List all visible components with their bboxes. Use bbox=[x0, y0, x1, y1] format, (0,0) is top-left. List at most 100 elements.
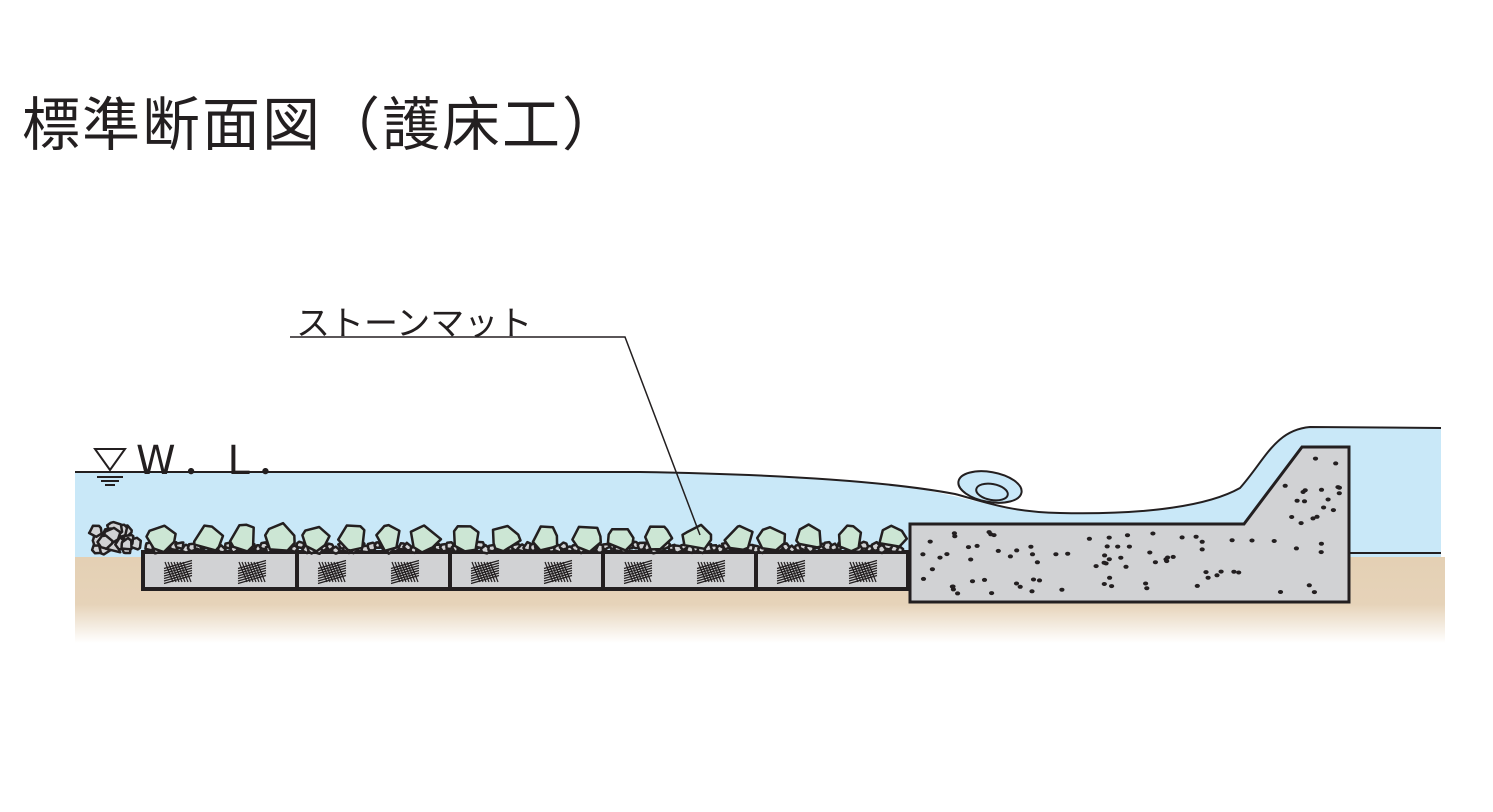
hatch-line bbox=[163, 564, 193, 575]
mesh-hatch-icon bbox=[623, 559, 653, 585]
pebble bbox=[295, 540, 306, 550]
aggregate-dot bbox=[968, 557, 974, 562]
aggregate-dot bbox=[1126, 544, 1132, 549]
aggregate-dot bbox=[929, 567, 936, 572]
rubble-stone bbox=[120, 536, 133, 551]
hatch-line bbox=[317, 574, 347, 585]
aggregate-dot bbox=[1106, 535, 1112, 540]
hatch-line bbox=[237, 574, 267, 585]
pebble bbox=[223, 541, 232, 550]
boulder bbox=[878, 524, 909, 548]
aggregate-dot bbox=[1314, 514, 1320, 519]
boulder bbox=[375, 523, 401, 553]
hatch-line bbox=[483, 561, 493, 583]
mesh-hatch-icon bbox=[163, 559, 193, 585]
hatch-line bbox=[848, 564, 878, 575]
aggregate-dot bbox=[1318, 550, 1324, 555]
hatch-line bbox=[864, 561, 874, 583]
mesh-hatch-icon bbox=[317, 559, 347, 585]
aggregate-dot bbox=[1034, 560, 1040, 565]
aggregate-dot bbox=[1065, 551, 1071, 556]
hatch-line bbox=[163, 574, 193, 585]
aggregate-dot bbox=[1107, 575, 1113, 580]
hatch-line bbox=[179, 561, 189, 583]
boulder bbox=[409, 524, 443, 554]
hatch-line bbox=[776, 564, 806, 575]
hatch-line bbox=[241, 561, 251, 583]
aggregate-dot bbox=[1170, 554, 1176, 559]
hatch-line bbox=[406, 561, 416, 583]
aggregate-dot bbox=[1298, 521, 1304, 526]
aggregate-dot bbox=[1218, 569, 1224, 574]
aggregate-dot bbox=[1294, 498, 1300, 503]
aggregate-dot bbox=[1193, 534, 1199, 539]
aggregate-dot bbox=[1318, 541, 1324, 546]
hatch-line bbox=[562, 561, 572, 583]
hatch-line bbox=[403, 561, 413, 583]
aggregate-dot bbox=[969, 579, 976, 584]
hatch-line bbox=[543, 574, 573, 585]
hatch-line bbox=[867, 561, 877, 583]
aggregate-dot bbox=[1336, 485, 1342, 490]
aggregate-dot bbox=[1101, 582, 1107, 586]
aggregate-dot bbox=[1330, 508, 1336, 513]
aggregate-dot bbox=[1301, 499, 1308, 504]
hatch-line bbox=[776, 574, 806, 585]
aggregate-dot bbox=[1277, 590, 1284, 594]
pebble bbox=[174, 541, 185, 551]
hatch-line bbox=[550, 561, 560, 583]
hatch-line bbox=[848, 562, 878, 572]
boulder bbox=[571, 525, 603, 554]
hatch-line bbox=[470, 564, 500, 575]
hatch-line bbox=[700, 561, 710, 583]
hatch-line bbox=[170, 561, 180, 583]
aggregate-dot bbox=[981, 577, 988, 582]
aggregate-dot bbox=[1123, 564, 1129, 569]
aggregate-dot bbox=[1093, 564, 1099, 569]
aggregate-dot bbox=[1336, 491, 1342, 496]
hatch-line bbox=[703, 561, 713, 583]
water-surface-line bbox=[75, 425, 1442, 515]
aggregate-dot bbox=[1053, 552, 1059, 557]
aggregate-dot bbox=[1030, 577, 1037, 582]
hatch-line bbox=[795, 561, 805, 583]
hatch-line bbox=[486, 561, 496, 583]
hatch-line bbox=[789, 561, 799, 583]
aggregate-dot bbox=[1106, 557, 1112, 562]
boulder bbox=[145, 524, 177, 554]
hatch-line bbox=[256, 561, 266, 583]
hatch-line bbox=[709, 561, 719, 583]
aggregate-dot bbox=[1205, 575, 1211, 580]
aggregate-dot bbox=[1014, 548, 1020, 553]
boulder bbox=[192, 524, 225, 552]
boulder bbox=[643, 525, 674, 551]
mesh-hatch-icon bbox=[543, 559, 573, 585]
hatch-line bbox=[852, 561, 862, 583]
hatch-line bbox=[167, 561, 177, 583]
aggregate-dot bbox=[1036, 578, 1043, 583]
aggregate-dot bbox=[952, 534, 958, 539]
mesh-hatch-icon bbox=[390, 559, 420, 585]
aggregate-dot bbox=[949, 584, 956, 589]
mesh-hatch-icon bbox=[696, 559, 726, 585]
hatch-line bbox=[696, 564, 726, 575]
hatch-line bbox=[855, 561, 865, 583]
hatch-line bbox=[477, 561, 487, 583]
hatch-line bbox=[324, 561, 334, 583]
boulder bbox=[723, 524, 754, 552]
aggregate-dot bbox=[965, 545, 972, 550]
boulder bbox=[301, 525, 331, 553]
boulder bbox=[531, 525, 559, 552]
hatch-line bbox=[237, 562, 267, 572]
hatch-line bbox=[780, 561, 790, 583]
hatch-line bbox=[848, 574, 878, 585]
aggregate-dot bbox=[1203, 570, 1209, 575]
aggregate-dot bbox=[1028, 544, 1034, 549]
boulder bbox=[491, 524, 522, 553]
rubble-stone bbox=[96, 534, 114, 550]
pebble bbox=[895, 545, 905, 554]
hatch-line bbox=[776, 562, 806, 572]
aggregate-dot bbox=[1147, 550, 1153, 555]
hatch-line bbox=[547, 561, 557, 583]
leader-line bbox=[290, 336, 701, 536]
